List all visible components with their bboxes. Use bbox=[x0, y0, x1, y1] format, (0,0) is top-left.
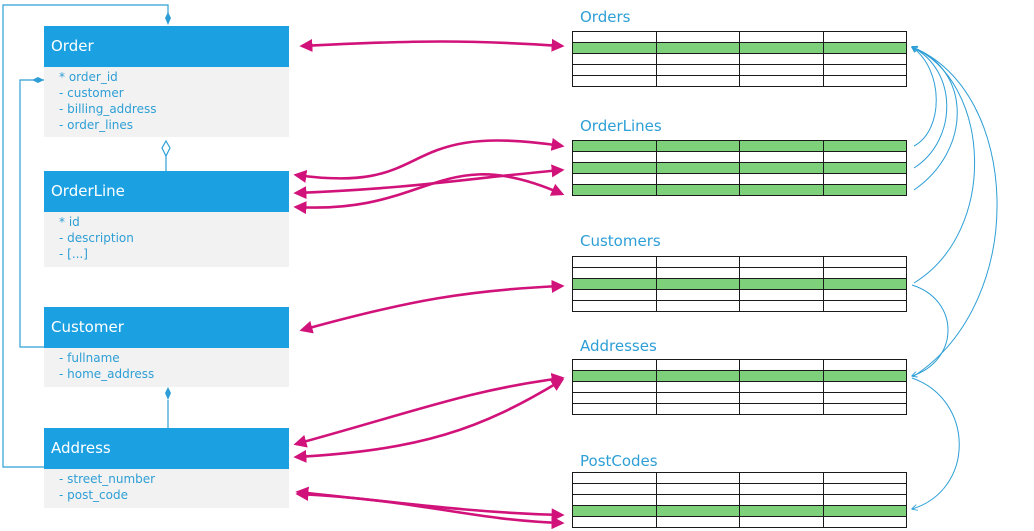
table-title-postcodes: PostCodes bbox=[580, 452, 658, 470]
class-attribute: - fullname bbox=[59, 351, 120, 365]
class-address-body: - street_number - post_code bbox=[44, 469, 289, 508]
class-attribute: - order_lines bbox=[59, 118, 134, 132]
class-address-title: Address bbox=[51, 439, 111, 457]
class-order-body: * order_id - customer - billing_address … bbox=[44, 67, 289, 137]
class-address-header: Address bbox=[44, 428, 289, 469]
address-order-relation bbox=[2, 4, 169, 468]
fk-arc-addresses-orders bbox=[912, 47, 998, 377]
class-customer-header: Customer bbox=[44, 307, 289, 348]
fk-arc-orderlines-3 bbox=[912, 47, 948, 169]
class-order-header: Order bbox=[44, 26, 289, 67]
class-attribute: - billing_address bbox=[59, 102, 157, 116]
mapping-arrow-customer-customers bbox=[299, 279, 565, 334]
class-attribute: - customer bbox=[59, 86, 124, 100]
table-postcodes bbox=[572, 472, 907, 528]
mapping-arrow-postcode-2 bbox=[295, 488, 565, 530]
table-title-customers: Customers bbox=[580, 232, 661, 250]
aggregation-diamond bbox=[161, 139, 171, 158]
mapping-arrow-address-2 bbox=[293, 378, 565, 463]
class-customer-title: Customer bbox=[51, 318, 124, 336]
class-orderline-title: OrderLine bbox=[51, 182, 125, 200]
class-attribute: - [...] bbox=[59, 247, 88, 261]
fk-arc-customers-addresses bbox=[912, 284, 949, 376]
table-title-orders: Orders bbox=[580, 8, 631, 26]
class-order-title: Order bbox=[51, 37, 94, 55]
mapping-arrow-order-orders bbox=[299, 38, 565, 52]
composition-diamond-customer bbox=[165, 387, 171, 400]
fk-arc-customers-orders bbox=[912, 47, 976, 284]
class-orderline-header: OrderLine bbox=[44, 171, 289, 212]
class-customer-body: - fullname - home_address bbox=[44, 348, 289, 387]
mapping-arrow-orderline-5 bbox=[293, 173, 565, 215]
class-attribute: - home_address bbox=[59, 367, 155, 381]
class-attribute: - description bbox=[59, 231, 134, 245]
table-title-orderlines: OrderLines bbox=[580, 117, 662, 135]
class-attribute: - street_number bbox=[59, 472, 156, 486]
class-attribute: - post_code bbox=[59, 488, 128, 502]
composition-diamond-order-left bbox=[32, 77, 44, 83]
fk-arc-addresses-postcodes bbox=[912, 377, 960, 509]
mapping-arrow-orderline-3 bbox=[293, 164, 565, 200]
mapping-arrow-address-1 bbox=[293, 372, 565, 448]
table-orderlines bbox=[572, 140, 907, 196]
class-attribute: * id bbox=[59, 215, 80, 229]
table-customers bbox=[572, 256, 907, 312]
class-attribute: * order_id bbox=[59, 70, 118, 84]
composition-diamond-order-top bbox=[165, 12, 171, 25]
table-orders bbox=[572, 31, 907, 87]
table-addresses bbox=[572, 359, 907, 415]
fk-arc-orderlines-1 bbox=[912, 47, 937, 147]
class-orderline-body: * id - description - [...] bbox=[44, 212, 289, 267]
table-title-addresses: Addresses bbox=[580, 337, 657, 355]
